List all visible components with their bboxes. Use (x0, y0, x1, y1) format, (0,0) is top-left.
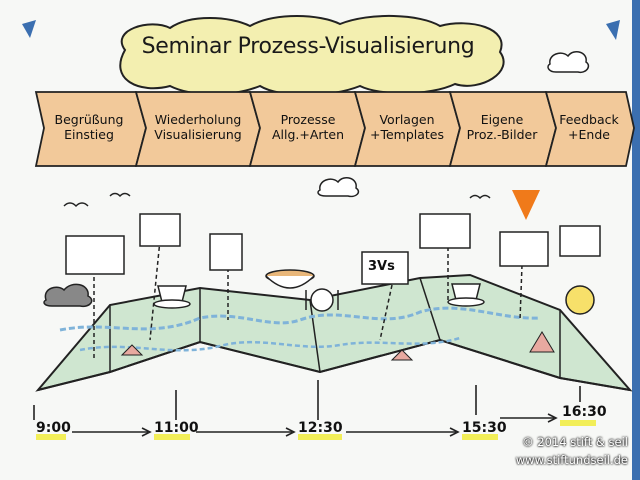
agenda-arrows (34, 91, 635, 167)
card-doodle (559, 225, 601, 257)
card-doodle (499, 231, 549, 267)
map-fold-lines (109, 277, 561, 378)
mountain-doodle (120, 344, 144, 356)
birds-doodle (63, 192, 491, 208)
time-highlights (36, 420, 596, 440)
card-doodle (139, 213, 181, 247)
rain-cloud-doodle (43, 283, 93, 308)
card-doodle (419, 213, 471, 249)
cloud-doodle (317, 177, 360, 198)
time-label: 9:00 (36, 420, 71, 436)
mountain-doodle (390, 349, 414, 361)
time-label: 12:30 (298, 420, 343, 436)
cloud-doodle (547, 51, 590, 74)
sun-doodle (565, 285, 595, 315)
mountain-doodle (529, 331, 555, 353)
map-river (59, 306, 541, 332)
agenda-arrow (544, 91, 635, 167)
food-bowl-doodle (265, 269, 315, 289)
copyright-notice: © 2014 stift & seil www.stiftundseil.de (515, 435, 628, 467)
time-label: 16:30 (562, 404, 607, 420)
chart-card-doodle (65, 235, 125, 275)
coffee-cup-doodle (447, 283, 485, 307)
agenda-item-eigene: Eigene Proz.-Bilder (466, 112, 538, 142)
corner-tab (606, 20, 620, 40)
plate-doodle (305, 288, 339, 312)
map-river (79, 336, 461, 352)
card-doodle (209, 233, 243, 271)
agenda-item-wiederholung: Wiederholung Visualisierung (154, 112, 242, 142)
coffee-cup-doodle (153, 285, 191, 309)
connector-lines (93, 239, 523, 360)
folded-map (35, 273, 633, 392)
sign-label: 3Vs (368, 259, 395, 274)
sign-card-doodle (361, 251, 409, 285)
agenda-item-feedback: Feedback +Ende (559, 112, 619, 142)
background-strip (632, 0, 640, 480)
time-label: 15:30 (462, 420, 507, 436)
current-position-marker (512, 190, 540, 220)
page-title: Seminar Prozess-Visualisierung (141, 34, 475, 59)
corner-tab (22, 20, 36, 38)
agenda-item-prozesse: Prozesse Allg.+Arten (271, 112, 345, 142)
agenda-item-begruessung: Begrüßung Einstieg (54, 112, 124, 142)
agenda-item-vorlagen: Vorlagen +Templates (369, 112, 445, 142)
timeline-arrows (33, 380, 581, 437)
time-label: 11:00 (154, 420, 199, 436)
